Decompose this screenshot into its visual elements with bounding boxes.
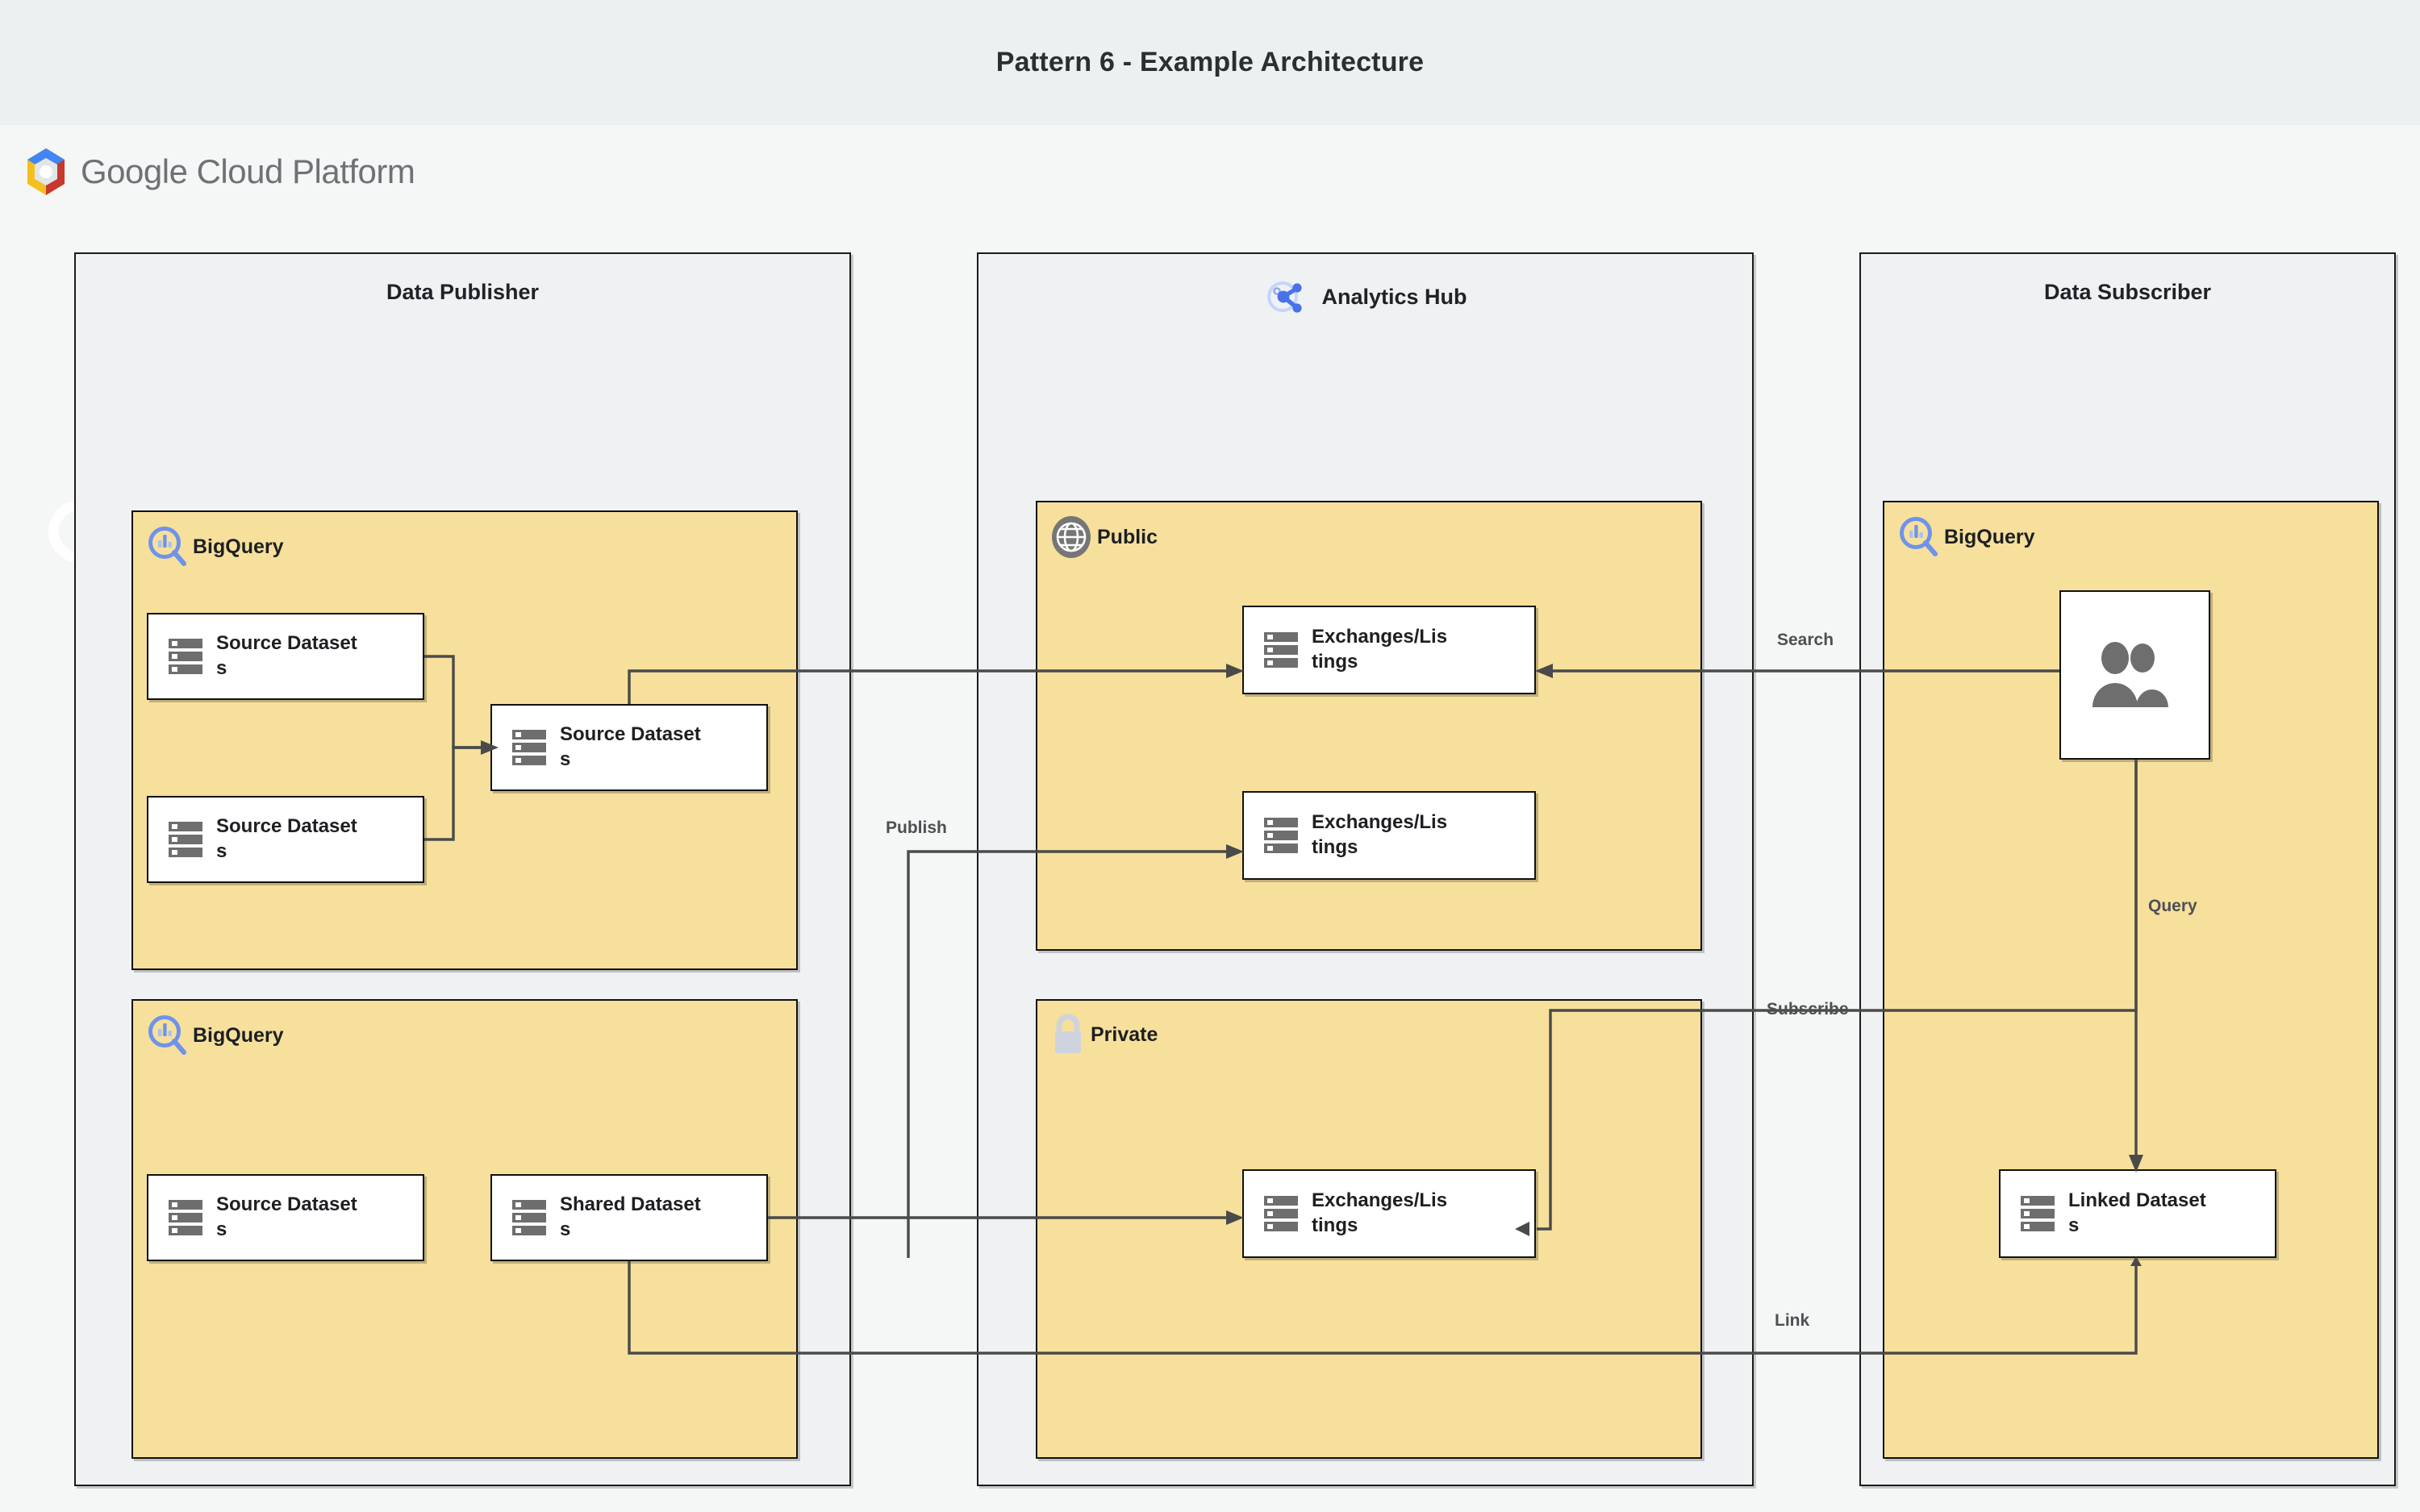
gcp-wordmark: Google Cloud Platform bbox=[81, 152, 415, 190]
database-icon bbox=[1264, 632, 1298, 668]
node-label: Exchanges/Listings bbox=[1312, 626, 1448, 673]
gcp-logo: Google Cloud Platform bbox=[23, 147, 415, 197]
node-label: Source Datasets bbox=[216, 632, 357, 679]
page-title: Pattern 6 - Example Architecture bbox=[995, 47, 1425, 77]
lane-title-analytics-hub: Analytics Hub bbox=[1321, 284, 1467, 309]
node-label: Exchanges/Listings bbox=[1312, 811, 1448, 858]
node-exchanges-listings-1[interactable]: Exchanges/Listings bbox=[1242, 606, 1536, 694]
connector-label-subscribe: Subscribe bbox=[1767, 1000, 1849, 1018]
database-icon bbox=[512, 1200, 546, 1235]
title-band: Pattern 6 - Example Architecture bbox=[0, 0, 2420, 125]
group-header: Private bbox=[1050, 1014, 1158, 1056]
connector-label-search: Search bbox=[1777, 631, 1834, 649]
group-hub-public[interactable]: Public bbox=[1036, 501, 1702, 951]
database-icon bbox=[169, 1200, 202, 1235]
connector-label-query: Query bbox=[2148, 897, 2197, 915]
node-source-datasets-2[interactable]: Source Datasets bbox=[147, 796, 424, 883]
node-label: Exchanges/Listings bbox=[1312, 1189, 1448, 1236]
database-icon bbox=[512, 730, 546, 765]
database-icon bbox=[169, 639, 202, 674]
group-header: BigQuery bbox=[1897, 515, 2035, 559]
group-label: Public bbox=[1097, 525, 1158, 548]
node-label: Linked Datasets bbox=[2068, 1189, 2206, 1236]
database-icon bbox=[1264, 1196, 1298, 1231]
node-exchanges-listings-3[interactable]: Exchanges/Listings bbox=[1242, 1169, 1536, 1258]
group-header: Public bbox=[1050, 515, 1158, 559]
globe-icon bbox=[1052, 516, 1091, 558]
group-label: BigQuery bbox=[193, 1023, 284, 1047]
group-label: Private bbox=[1091, 1023, 1158, 1046]
node-label: Source Datasets bbox=[216, 815, 357, 862]
lane-header-analytics-hub: Analytics Hub bbox=[978, 273, 1752, 320]
node-subscriber-users[interactable] bbox=[2059, 590, 2210, 760]
database-icon bbox=[2021, 1196, 2055, 1231]
group-label: BigQuery bbox=[1944, 525, 2035, 548]
node-label: Source Datasets bbox=[560, 723, 701, 770]
node-source-datasets-3[interactable]: Source Datasets bbox=[490, 704, 768, 791]
group-header: BigQuery bbox=[146, 525, 284, 569]
gcp-hexagon-icon bbox=[27, 148, 65, 195]
share-hub-icon bbox=[1267, 281, 1303, 313]
group-label: BigQuery bbox=[193, 535, 284, 558]
node-source-datasets-4[interactable]: Source Datasets bbox=[147, 1174, 424, 1261]
bigquery-icon bbox=[148, 1015, 186, 1055]
node-linked-datasets[interactable]: Linked Datasets bbox=[1999, 1169, 2276, 1258]
node-label: Shared Datasets bbox=[560, 1193, 701, 1240]
lane-title-data-subscriber: Data Subscriber bbox=[2043, 280, 2212, 304]
users-icon bbox=[2092, 642, 2168, 707]
database-icon bbox=[169, 822, 202, 857]
group-header: BigQuery bbox=[146, 1014, 284, 1057]
database-icon bbox=[1264, 818, 1298, 853]
bigquery-icon bbox=[148, 527, 186, 566]
bigquery-icon bbox=[1900, 517, 1938, 556]
node-label: Source Datasets bbox=[216, 1193, 357, 1240]
node-exchanges-listings-2[interactable]: Exchanges/Listings bbox=[1242, 791, 1536, 880]
node-shared-datasets[interactable]: Shared Datasets bbox=[490, 1174, 768, 1261]
connector-label-link: Link bbox=[1775, 1311, 1810, 1330]
diagram-canvas: Google Cloud Platform Data Publisher Big… bbox=[0, 129, 2420, 1512]
node-source-datasets-1[interactable]: Source Datasets bbox=[147, 613, 424, 700]
lock-icon bbox=[1055, 1014, 1081, 1053]
connector-label-publish: Publish bbox=[886, 818, 947, 837]
lane-title-data-publisher: Data Publisher bbox=[386, 280, 540, 304]
